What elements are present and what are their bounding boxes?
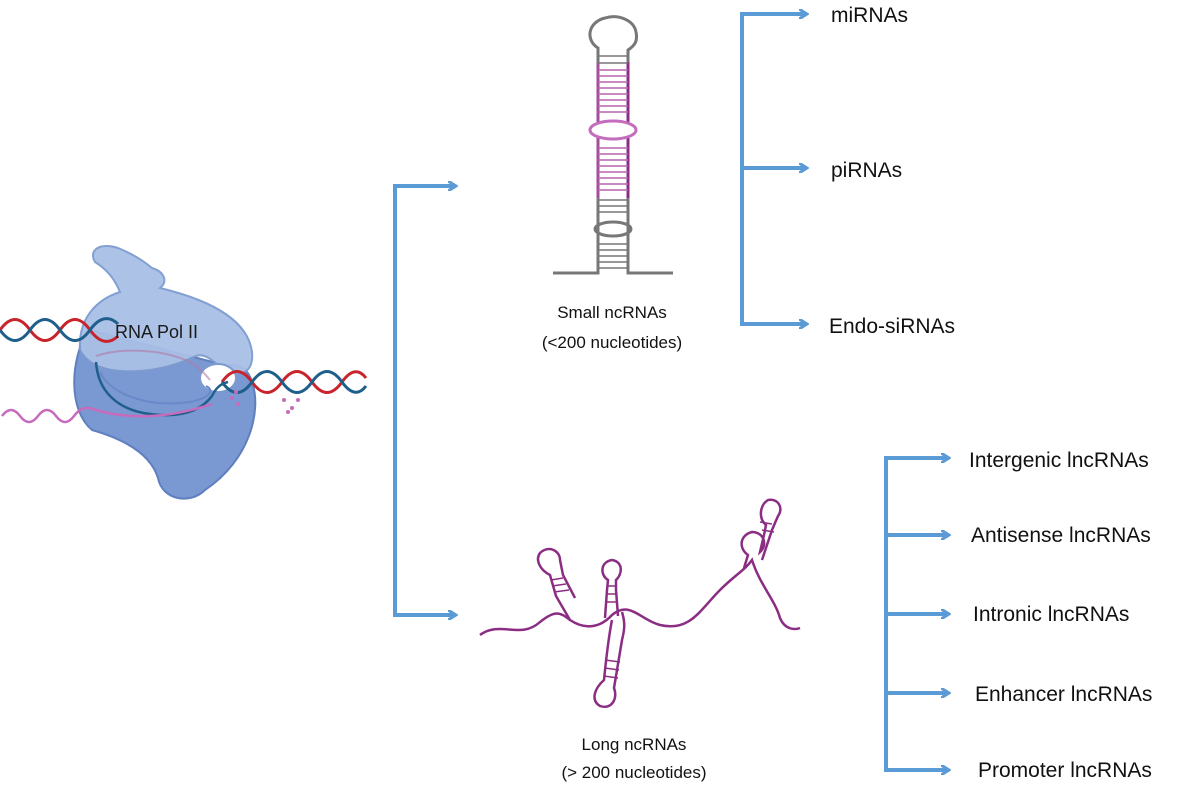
long-ncrnas-size: (> 200 nucleotides) [561, 763, 706, 782]
long-ncrna-illustration [479, 498, 801, 709]
main-branch-arrows [393, 186, 455, 615]
lncrna-hairpin-4 [740, 498, 782, 569]
lncrna-hairpin-1 [536, 547, 577, 621]
hairpin-base-pairs-purple [598, 69, 628, 191]
dna-template-inside [94, 361, 229, 417]
hairpin-base-pairs-lower [598, 199, 628, 269]
pirnas-label: piRNAs [831, 159, 902, 182]
free-nucleotides [230, 390, 300, 414]
small-ncrna-branch-arrows [740, 14, 806, 324]
hairpin-base-pairs [598, 55, 628, 64]
promoter-lncrnas-label: Promoter lncRNAs [978, 759, 1152, 782]
intronic-lncrnas-label: Intronic lncRNAs [973, 603, 1129, 626]
hairpin-base [553, 242, 673, 275]
lncrna-base-pairs [550, 521, 775, 679]
polymerase-channel [199, 363, 237, 393]
rna-pol-ii-illustration: RNA Pol II [0, 244, 368, 500]
long-ncrnas-title: Long ncRNAs [582, 735, 687, 754]
small-ncrna-hairpin [553, 15, 673, 275]
lncrna-hairpin-3 [593, 611, 626, 709]
intergenic-lncrnas-label: Intergenic lncRNAs [969, 449, 1149, 472]
dna-strand-blue-right [220, 370, 368, 394]
polymerase-upper-lobe [78, 244, 254, 376]
nascent-rna [1, 402, 213, 424]
hairpin-middle-bulge [588, 119, 638, 141]
polymerase-groove [99, 371, 212, 405]
lncrna-hairpin-2 [601, 558, 622, 619]
enhancer-lncrnas-label: Enhancer lncRNAs [975, 683, 1152, 706]
hairpin-loop [588, 15, 638, 62]
hairpin-lower-bulge [593, 220, 633, 238]
small-ncrnas-title: Small ncRNAs [557, 303, 667, 322]
rna-pol-ii-label: RNA Pol II [115, 322, 198, 342]
antisense-lncrnas-label: Antisense lncRNAs [971, 524, 1151, 547]
small-ncrnas-size: (<200 nucleotides) [542, 333, 682, 352]
dna-nontemplate-inside [95, 349, 211, 381]
lncrna-backbone [479, 557, 801, 637]
mirnas-label: miRNAs [831, 4, 908, 27]
long-ncrna-branch-arrows [884, 458, 948, 770]
dna-strand-blue-left [0, 317, 120, 342]
dna-strand-red-right [220, 370, 368, 394]
endo-sirnas-label: Endo-siRNAs [829, 315, 955, 338]
